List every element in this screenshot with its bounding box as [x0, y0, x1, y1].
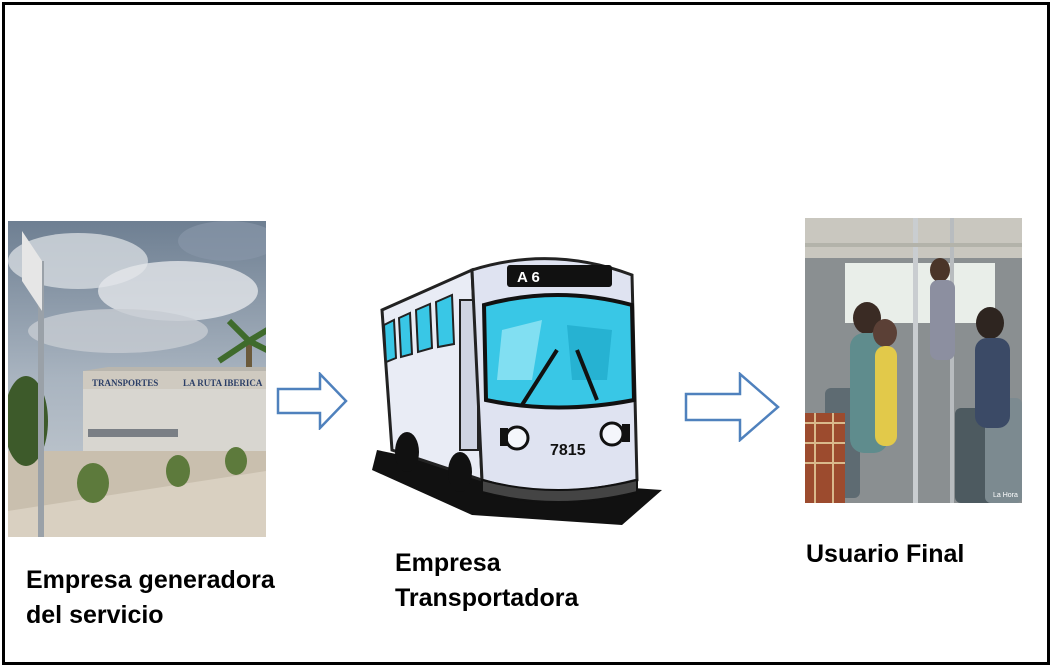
step2-caption-line2: Transportadora [395, 584, 579, 612]
right-arrow-icon [684, 372, 780, 442]
building-sign-left: TRANSPORTES [92, 378, 158, 388]
bus-number: 7815 [550, 442, 586, 459]
step1-caption-line2: del servicio [26, 601, 164, 629]
step2-caption: Empresa Transportadora [395, 546, 578, 616]
bus-clipart: A 6 7815 [372, 240, 672, 530]
step1-caption: Empresa generadora del servicio [26, 563, 275, 633]
step2-caption-line1: Empresa [395, 549, 501, 577]
bus-passengers-photo: La Hora [805, 218, 1022, 503]
step3-caption-line1: Usuario Final [806, 540, 965, 568]
step1-caption-line1: Empresa generadora [26, 566, 275, 594]
watermark: La Hora [993, 492, 1018, 499]
right-arrow-icon [276, 372, 348, 430]
step3-caption: Usuario Final [806, 537, 964, 572]
bus-route-sign: A 6 [517, 269, 540, 286]
transport-company-building-photo: TRANSPORTES LA RUTA IBERICA [8, 221, 266, 537]
building-sign-right: LA RUTA IBERICA [183, 378, 263, 388]
